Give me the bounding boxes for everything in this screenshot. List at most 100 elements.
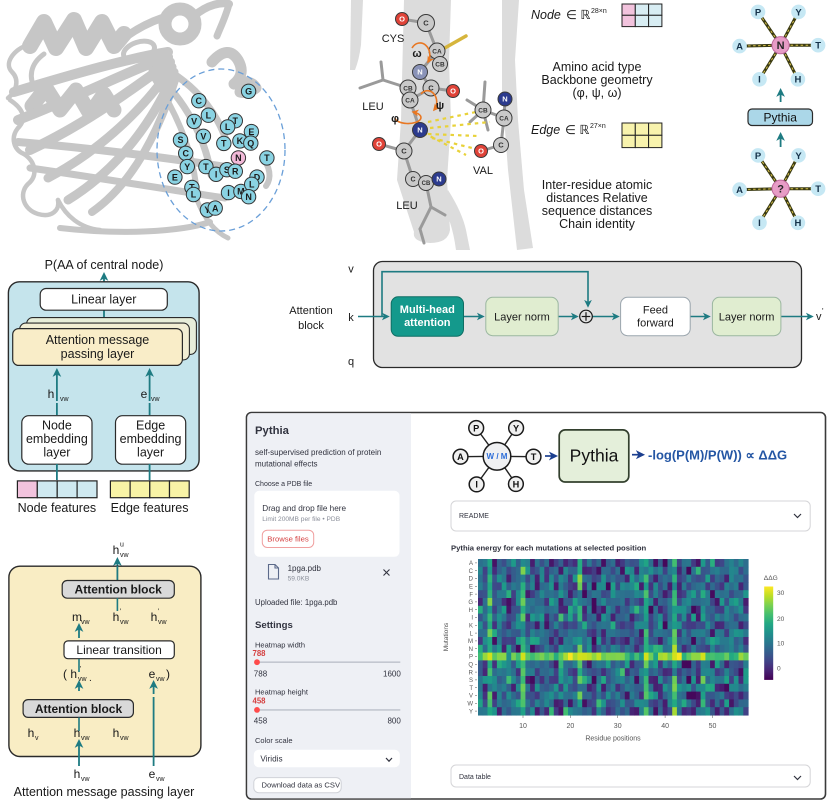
svg-text:∈ ℝ: ∈ ℝ: [566, 8, 591, 22]
svg-text:Viridis: Viridis: [260, 755, 282, 764]
svg-text:E: E: [469, 585, 473, 591]
svg-text:L: L: [206, 110, 212, 120]
svg-text:h: h: [48, 387, 55, 401]
svg-text:I: I: [227, 188, 230, 198]
svg-text:K: K: [237, 136, 244, 146]
svg-text:S: S: [469, 678, 473, 684]
svg-text:LEU: LEU: [396, 200, 417, 212]
svg-text:R: R: [232, 166, 239, 176]
svg-text:vw: vw: [156, 676, 166, 683]
svg-text:-log(P(M)/P(W)) ∝ ΔΔG: -log(P(M)/P(W)) ∝ ΔΔG: [648, 448, 787, 463]
svg-text:passing layer: passing layer: [61, 347, 135, 361]
svg-text:Heatmap width: Heatmap width: [255, 641, 305, 650]
svg-text:T: T: [233, 116, 239, 126]
svg-text:I: I: [215, 170, 218, 180]
svg-text:O: O: [376, 140, 382, 149]
svg-text:Color scale: Color scale: [255, 736, 293, 745]
svg-text:P: P: [473, 423, 479, 433]
svg-text:Feed: Feed: [643, 305, 668, 317]
svg-text:E: E: [172, 172, 178, 182]
svg-text:10: 10: [519, 723, 527, 730]
svg-text:k: k: [348, 312, 354, 324]
svg-text:Y: Y: [469, 709, 473, 715]
svg-text:28×n: 28×n: [591, 8, 607, 15]
svg-text:M: M: [237, 187, 245, 197]
svg-text:I: I: [758, 218, 761, 229]
svg-text:m: m: [72, 610, 82, 624]
svg-text:N: N: [417, 126, 422, 135]
svg-text:S: S: [224, 165, 230, 175]
svg-text:embedding: embedding: [26, 432, 88, 446]
svg-text:A: A: [736, 185, 743, 196]
svg-text:mutational effects: mutational effects: [255, 460, 318, 469]
svg-text:Linear layer: Linear layer: [71, 293, 136, 307]
svg-text:vw: vw: [60, 396, 70, 403]
svg-text:CA: CA: [499, 115, 509, 122]
svg-text:G: G: [468, 600, 473, 606]
svg-text:layer: layer: [43, 446, 70, 460]
svg-text:u: u: [120, 542, 124, 549]
svg-text:Attention message: Attention message: [46, 333, 150, 347]
svg-text:φ: φ: [391, 113, 399, 125]
svg-text:C: C: [428, 84, 434, 93]
svg-text:Pythia energy for each mutatio: Pythia energy for each mutations at sele…: [451, 544, 647, 553]
svg-text:attention: attention: [404, 317, 451, 329]
svg-text:I: I: [471, 616, 473, 622]
svg-text:C: C: [498, 141, 504, 150]
svg-text:A: A: [469, 561, 473, 567]
svg-text:N: N: [235, 153, 242, 163]
svg-text:L: L: [225, 122, 231, 132]
svg-text:Layer norm: Layer norm: [494, 312, 550, 324]
svg-text:20: 20: [777, 616, 785, 623]
svg-text:30: 30: [614, 723, 622, 730]
svg-text:': ': [80, 666, 81, 673]
svg-text:vw: vw: [158, 619, 168, 626]
svg-text:Multi-head: Multi-head: [400, 304, 455, 316]
svg-text:': ': [822, 307, 824, 316]
svg-text:Mutations: Mutations: [443, 622, 450, 651]
svg-text:40: 40: [661, 723, 669, 730]
svg-text:N: N: [245, 192, 252, 202]
svg-text:e: e: [149, 767, 156, 781]
svg-text:P: P: [755, 7, 762, 18]
svg-text:K: K: [469, 624, 473, 630]
svg-text:Layer norm: Layer norm: [719, 312, 775, 324]
svg-text:Heatmap height: Heatmap height: [255, 688, 309, 697]
svg-text:CB: CB: [422, 181, 431, 187]
svg-text:P: P: [755, 151, 762, 162]
svg-text:C: C: [423, 19, 429, 28]
svg-text:Node features: Node features: [18, 501, 97, 515]
svg-text:E: E: [248, 127, 254, 137]
svg-text:CA: CA: [432, 48, 442, 55]
svg-text:T: T: [815, 41, 821, 52]
svg-text:ω: ω: [412, 48, 421, 60]
svg-text:Attention block: Attention block: [75, 583, 163, 597]
svg-text:I: I: [475, 480, 478, 490]
svg-text:h: h: [113, 610, 120, 624]
svg-text:Y: Y: [204, 205, 210, 215]
svg-text:vw: vw: [81, 776, 91, 783]
svg-text:A: A: [212, 203, 219, 213]
svg-text:LEU: LEU: [362, 101, 383, 113]
svg-text:D: D: [469, 577, 474, 583]
svg-text:H: H: [469, 608, 473, 614]
svg-text:vw: vw: [120, 619, 130, 626]
svg-text:I: I: [758, 75, 761, 86]
svg-text:788: 788: [253, 649, 267, 658]
svg-text:R: R: [469, 670, 474, 676]
svg-text:Amino acid type: Amino acid type: [553, 60, 642, 74]
svg-text:C: C: [401, 147, 407, 156]
svg-text:block: block: [298, 320, 324, 332]
svg-text:Residue positions: Residue positions: [585, 736, 641, 743]
svg-text:458: 458: [254, 717, 268, 726]
svg-text:vw: vw: [120, 735, 130, 742]
svg-text:): ): [166, 667, 170, 681]
svg-text:T: T: [815, 184, 821, 195]
svg-text:': ': [158, 609, 159, 616]
svg-text:h: h: [113, 726, 120, 740]
svg-text:distances Relative: distances Relative: [546, 191, 647, 205]
svg-text:V: V: [191, 117, 197, 127]
svg-text:( h: ( h: [63, 667, 77, 681]
svg-text:Edge: Edge: [531, 123, 560, 137]
svg-text:59.0KB: 59.0KB: [288, 576, 310, 583]
